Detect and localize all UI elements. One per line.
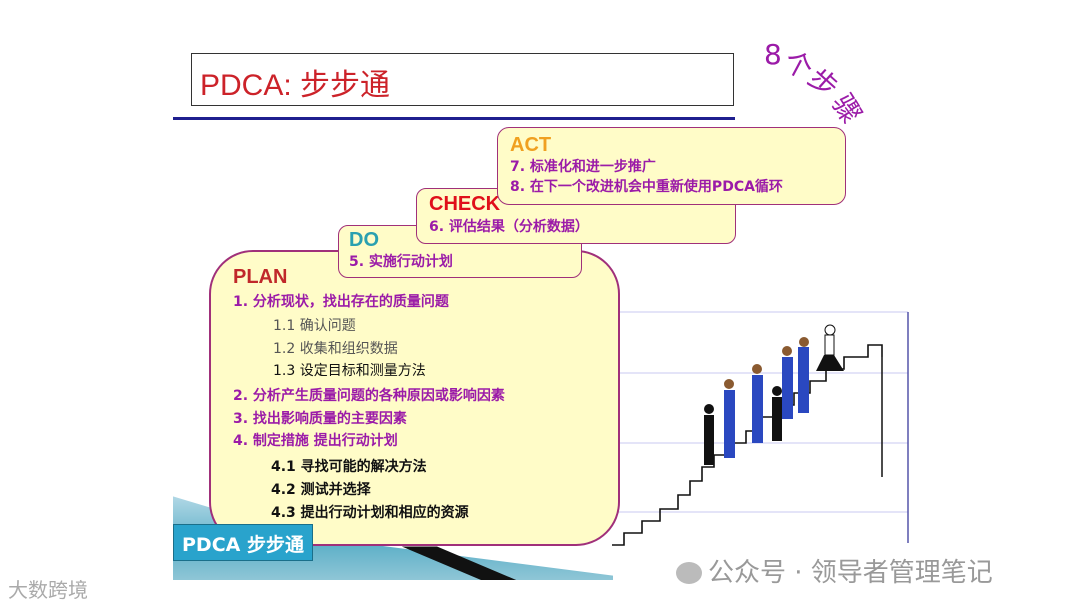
watermark-right-text: 公众号 · 领导者管理笔记 [708, 558, 993, 588]
steps-caption-char: 8 [764, 38, 782, 71]
act-label: ACT [510, 134, 552, 156]
footer-tag: PDCA 步步通 [173, 524, 313, 561]
slide-title: PDCA: 步步通 [200, 69, 391, 102]
plan-step-3: 3. 找出影响质量的主要因素 [233, 411, 407, 427]
act-box: ACT 7. 标准化和进一步推广 8. 在下一个改进机会中重新使用PDCA循环 [497, 127, 846, 205]
watermark-right: 公众号 · 领导者管理笔记 [676, 552, 993, 589]
do-step-5: 5. 实施行动计划 [349, 254, 453, 270]
act-step-8: 8. 在下一个改进机会中重新使用PDCA循环 [510, 179, 783, 195]
plan-substep: 4.1 寻找可能的解决方法 [271, 459, 427, 475]
plan-step-4: 4. 制定措施 提出行动计划 [233, 433, 398, 449]
wechat-icon [676, 562, 702, 584]
check-label: CHECK [429, 193, 501, 215]
plan-step-1: 1. 分析现状，找出存在的质量问题 [233, 294, 449, 310]
check-step-6: 6. 评估结果（分析数据） [429, 219, 589, 235]
plan-substep: 4.2 测试并选择 [271, 482, 371, 498]
title-underline [173, 117, 735, 120]
watermark-left: 大数跨境 [8, 578, 88, 602]
title-box: PDCA: 步步通 [191, 53, 734, 106]
plan-substep: 1.2 收集和组织数据 [273, 341, 398, 357]
plan-substep: 4.3 提出行动计划和相应的资源 [271, 505, 469, 521]
plan-substep: 1.1 确认问题 [273, 318, 356, 334]
do-label: DO [349, 229, 379, 251]
plan-box: PLAN 1. 分析现状，找出存在的质量问题 1.1 确认问题 1.2 收集和组… [209, 250, 620, 546]
staircase-illustration [612, 311, 909, 546]
plan-substep: 1.3 设定目标和测量方法 [273, 363, 426, 379]
plan-step-2: 2. 分析产生质量问题的各种原因或影响因素 [233, 388, 505, 404]
act-step-7: 7. 标准化和进一步推广 [510, 159, 656, 175]
plan-label: PLAN [233, 266, 288, 288]
climbing-figures-icon [704, 324, 844, 465]
